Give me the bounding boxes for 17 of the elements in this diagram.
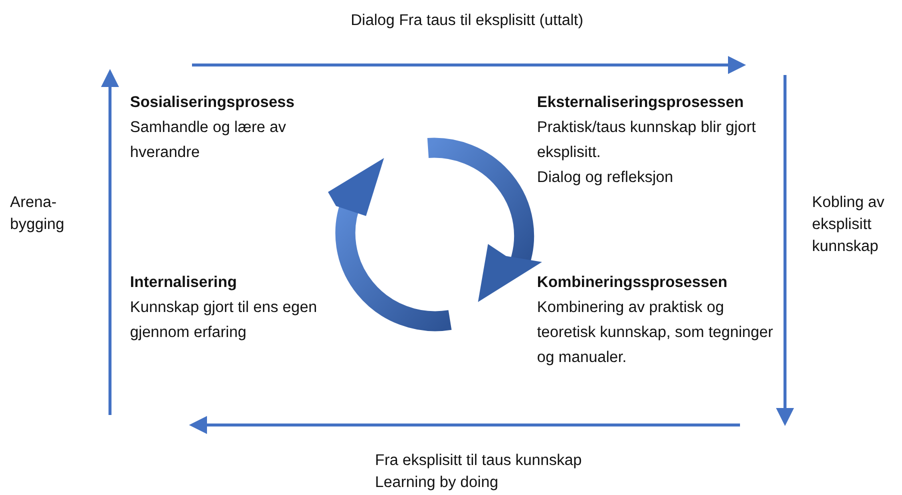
- stage-description: Samhandle og lære av hverandre: [130, 118, 287, 163]
- stage-heading: Internalisering: [130, 273, 238, 293]
- arrow: [189, 416, 740, 434]
- stage-description: Praktisk/taus kunnskap blir gjort eksplisitt.: [537, 118, 757, 163]
- arrow: [101, 69, 119, 415]
- stage-heading: Sosialiseringsprosess: [130, 93, 296, 113]
- edge-label: Kobling av eksplisitt kunnskap: [812, 193, 886, 257]
- edge-label: Arena-bygging: [10, 193, 66, 235]
- stage-description: Kunnskap gjort til ens egen gjennom erfaring: [130, 298, 318, 343]
- stage-description: Kombinering av praktisk og teoretisk kunnskap, som tegninger og manualer.: [537, 298, 774, 368]
- arrow: [192, 56, 746, 74]
- stage-heading: Eksternaliseringsprosessen: [537, 93, 745, 113]
- edge-label: Dialog Fra taus til eksplisitt (uttalt): [350, 11, 584, 31]
- stage-heading: Kombineringssprosessen: [537, 273, 728, 293]
- edge-label: Fra eksplisitt til taus kunnskap Learning by doing: [375, 451, 583, 493]
- arrow: [776, 75, 794, 426]
- stage-description: Dialog og refleksjon: [537, 168, 674, 188]
